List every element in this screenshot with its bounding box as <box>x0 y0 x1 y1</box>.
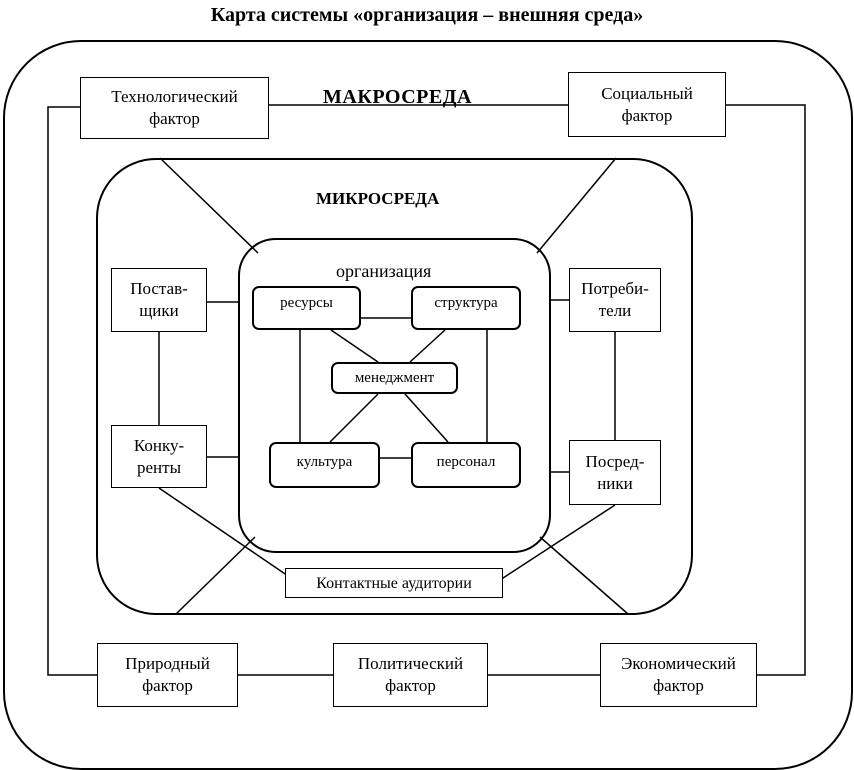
structure-box: структура <box>411 286 521 330</box>
resources-box: ресурсы <box>252 286 361 330</box>
link-structure-management <box>409 329 446 363</box>
intermediaries-box: Посред- ники <box>569 440 661 505</box>
link-management-culture <box>329 393 379 443</box>
natural-factor-box: Природный фактор <box>97 643 238 707</box>
culture-box: культура <box>269 442 380 488</box>
social-factor-box: Социальный фактор <box>568 72 726 137</box>
suppliers-box: Постав- щики <box>111 268 207 332</box>
organization-frame <box>238 238 551 553</box>
personnel-box: персонал <box>411 442 521 488</box>
link-intermediaries-contact <box>499 504 616 581</box>
organization-label: организация <box>336 261 432 281</box>
micro-frame <box>96 158 693 615</box>
macro-link-social-right <box>726 104 806 676</box>
competitors-box: Конку- ренты <box>111 425 207 488</box>
macro-label: МАКРОСРЕДА <box>323 86 472 108</box>
diag-bottom-right <box>539 536 629 615</box>
technological-factor-box: Технологический фактор <box>80 77 269 139</box>
consumers-box: Потреби- тели <box>569 268 661 332</box>
contact-audiences-box: Контактные аудитории <box>285 568 503 598</box>
diag-bottom-left <box>175 536 256 615</box>
diagram-title: Карта системы «организация – внешняя сре… <box>210 4 644 26</box>
political-factor-box: Политический фактор <box>333 643 488 707</box>
diag-top-left <box>159 157 259 254</box>
diag-top-right <box>536 157 617 254</box>
link-management-personnel <box>404 393 449 443</box>
economic-factor-box: Экономический фактор <box>600 643 757 707</box>
link-competitors-contact <box>158 487 292 579</box>
link-resources-management <box>330 329 379 363</box>
management-box: менеджмент <box>331 362 458 394</box>
micro-label: МИКРОСРЕДА <box>316 189 440 208</box>
